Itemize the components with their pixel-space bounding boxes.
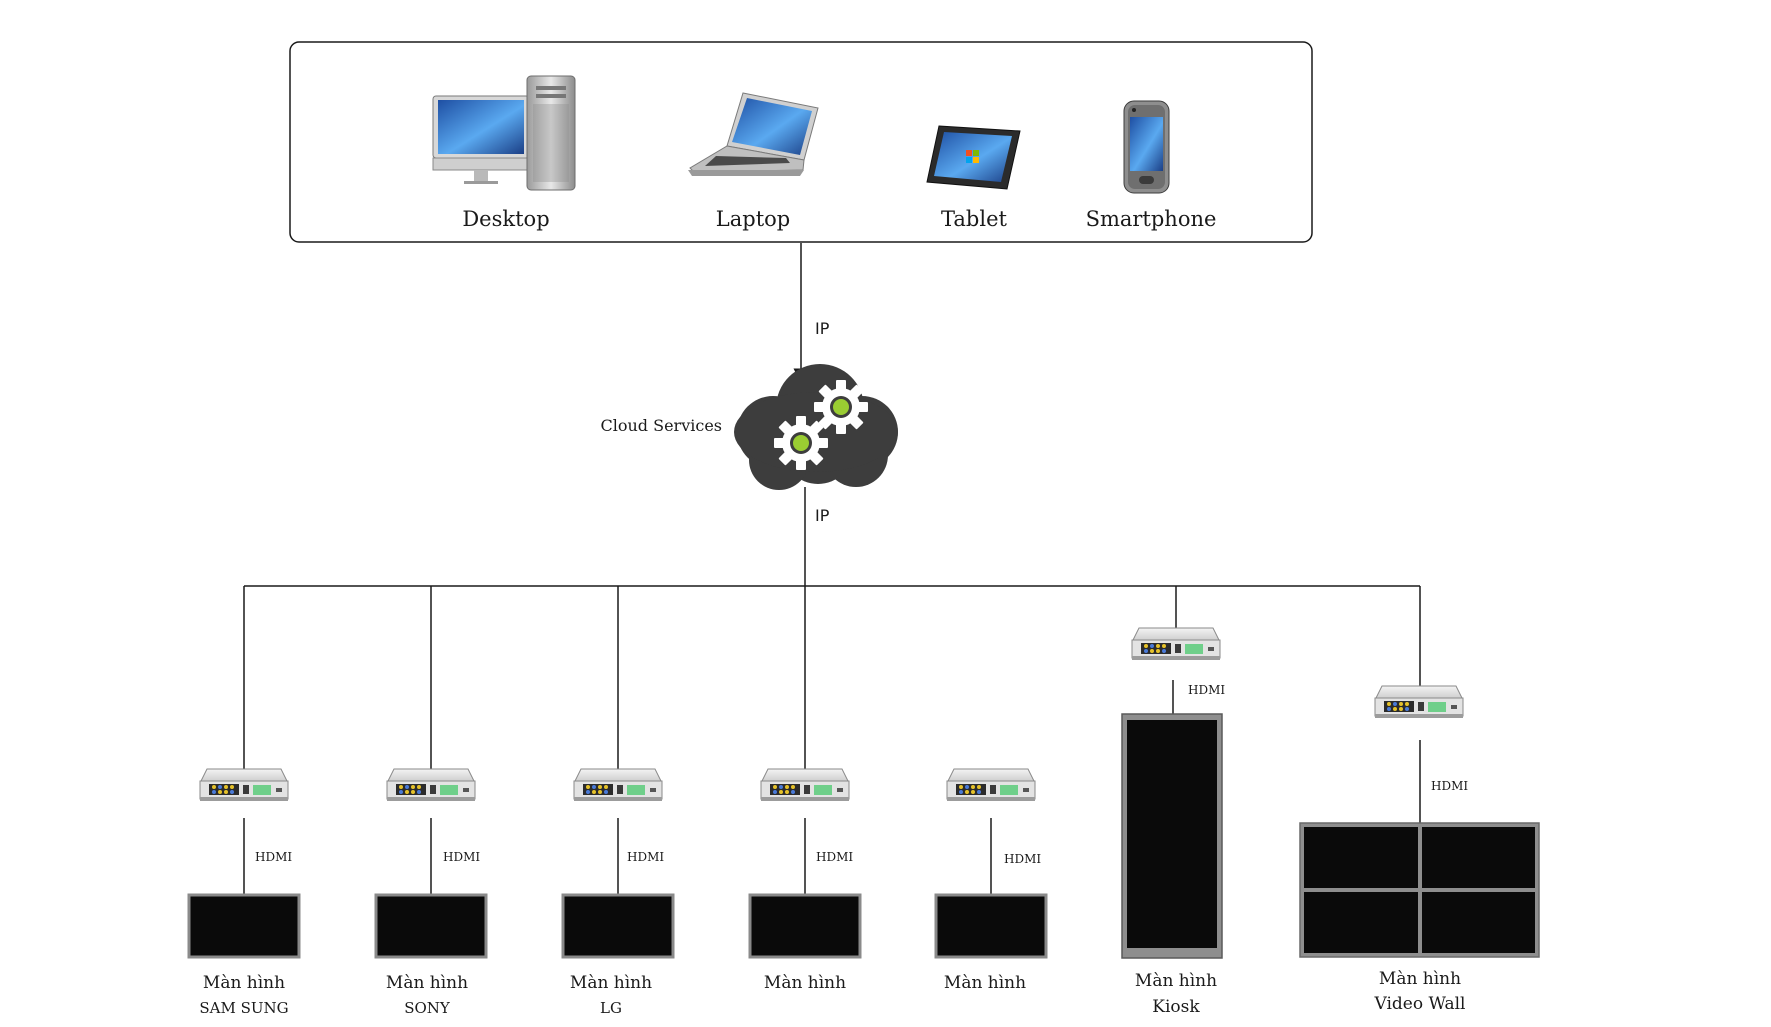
display-screen — [1127, 720, 1217, 948]
screen-group-kiosk: HDMI Màn hình Kiosk — [1121, 586, 1225, 1017]
media-player-icon — [1131, 627, 1221, 661]
laptop-label: Laptop — [716, 207, 790, 231]
screen-group-sony: HDMI Màn hình SONY — [374, 586, 488, 1017]
display-screen — [1422, 892, 1535, 953]
screen-label-line1: Màn hình — [1135, 971, 1217, 991]
media-player-icon — [199, 768, 289, 802]
media-player-icon — [573, 768, 663, 802]
screen-label-line1: Màn hình — [386, 973, 468, 993]
screen-group-video-wall: HDMI Màn hình Video Wall — [1299, 586, 1540, 1014]
display-screen — [1304, 827, 1418, 888]
screen-group-samsung: HDMI Màn hình SAM SUNG — [187, 586, 301, 1017]
desktop-label: Desktop — [462, 207, 549, 231]
screen-label-line1: Màn hình — [944, 973, 1026, 993]
display-screen — [1422, 827, 1535, 888]
hdmi-label: HDMI — [1004, 852, 1041, 866]
hdmi-label: HDMI — [1431, 779, 1468, 793]
media-player-icon — [760, 768, 850, 802]
hdmi-label: HDMI — [255, 850, 292, 864]
smartphone-label: Smartphone — [1086, 207, 1217, 231]
tablet-label: Tablet — [941, 207, 1007, 231]
hdmi-label: HDMI — [443, 850, 480, 864]
media-player-icon — [946, 768, 1036, 802]
screen-group-4: HDMI Màn hình — [748, 586, 862, 993]
display-screen — [934, 893, 1048, 959]
screen-label-line1: Màn hình — [203, 973, 285, 993]
screen-label-line2: Video Wall — [1373, 994, 1465, 1014]
screen-label-line2: SAM SUNG — [199, 999, 288, 1017]
display-screen — [187, 893, 301, 959]
screen-label-line1: Màn hình — [570, 973, 652, 993]
screen-label-line1: Màn hình — [1379, 969, 1461, 989]
screen-label-line2: LG — [600, 999, 622, 1017]
screen-label-line2: Kiosk — [1152, 997, 1200, 1017]
screen-group-5: HDMI Màn hình — [934, 768, 1048, 993]
screen-label-line2: SONY — [404, 999, 451, 1017]
hdmi-label: HDMI — [816, 850, 853, 864]
ip-label-bottom: IP — [815, 506, 830, 525]
display-screen — [374, 893, 488, 959]
media-player-icon — [1374, 685, 1464, 719]
desktop-icon — [432, 75, 576, 191]
display-screen — [748, 893, 862, 959]
cloud-services-icon — [734, 364, 898, 490]
hdmi-label: HDMI — [1188, 683, 1225, 697]
screen-group-lg: HDMI Màn hình LG — [561, 586, 675, 1017]
ip-label-top: IP — [815, 319, 830, 338]
hdmi-label: HDMI — [627, 850, 664, 864]
tablet-icon — [926, 125, 1021, 190]
media-player-icon — [386, 768, 476, 802]
laptop-icon — [688, 92, 819, 176]
display-screen — [1304, 892, 1418, 953]
display-screen — [561, 893, 675, 959]
cloud-services-label: Cloud Services — [601, 416, 723, 435]
smartphone-icon — [1123, 100, 1170, 194]
screen-label-line1: Màn hình — [764, 973, 846, 993]
